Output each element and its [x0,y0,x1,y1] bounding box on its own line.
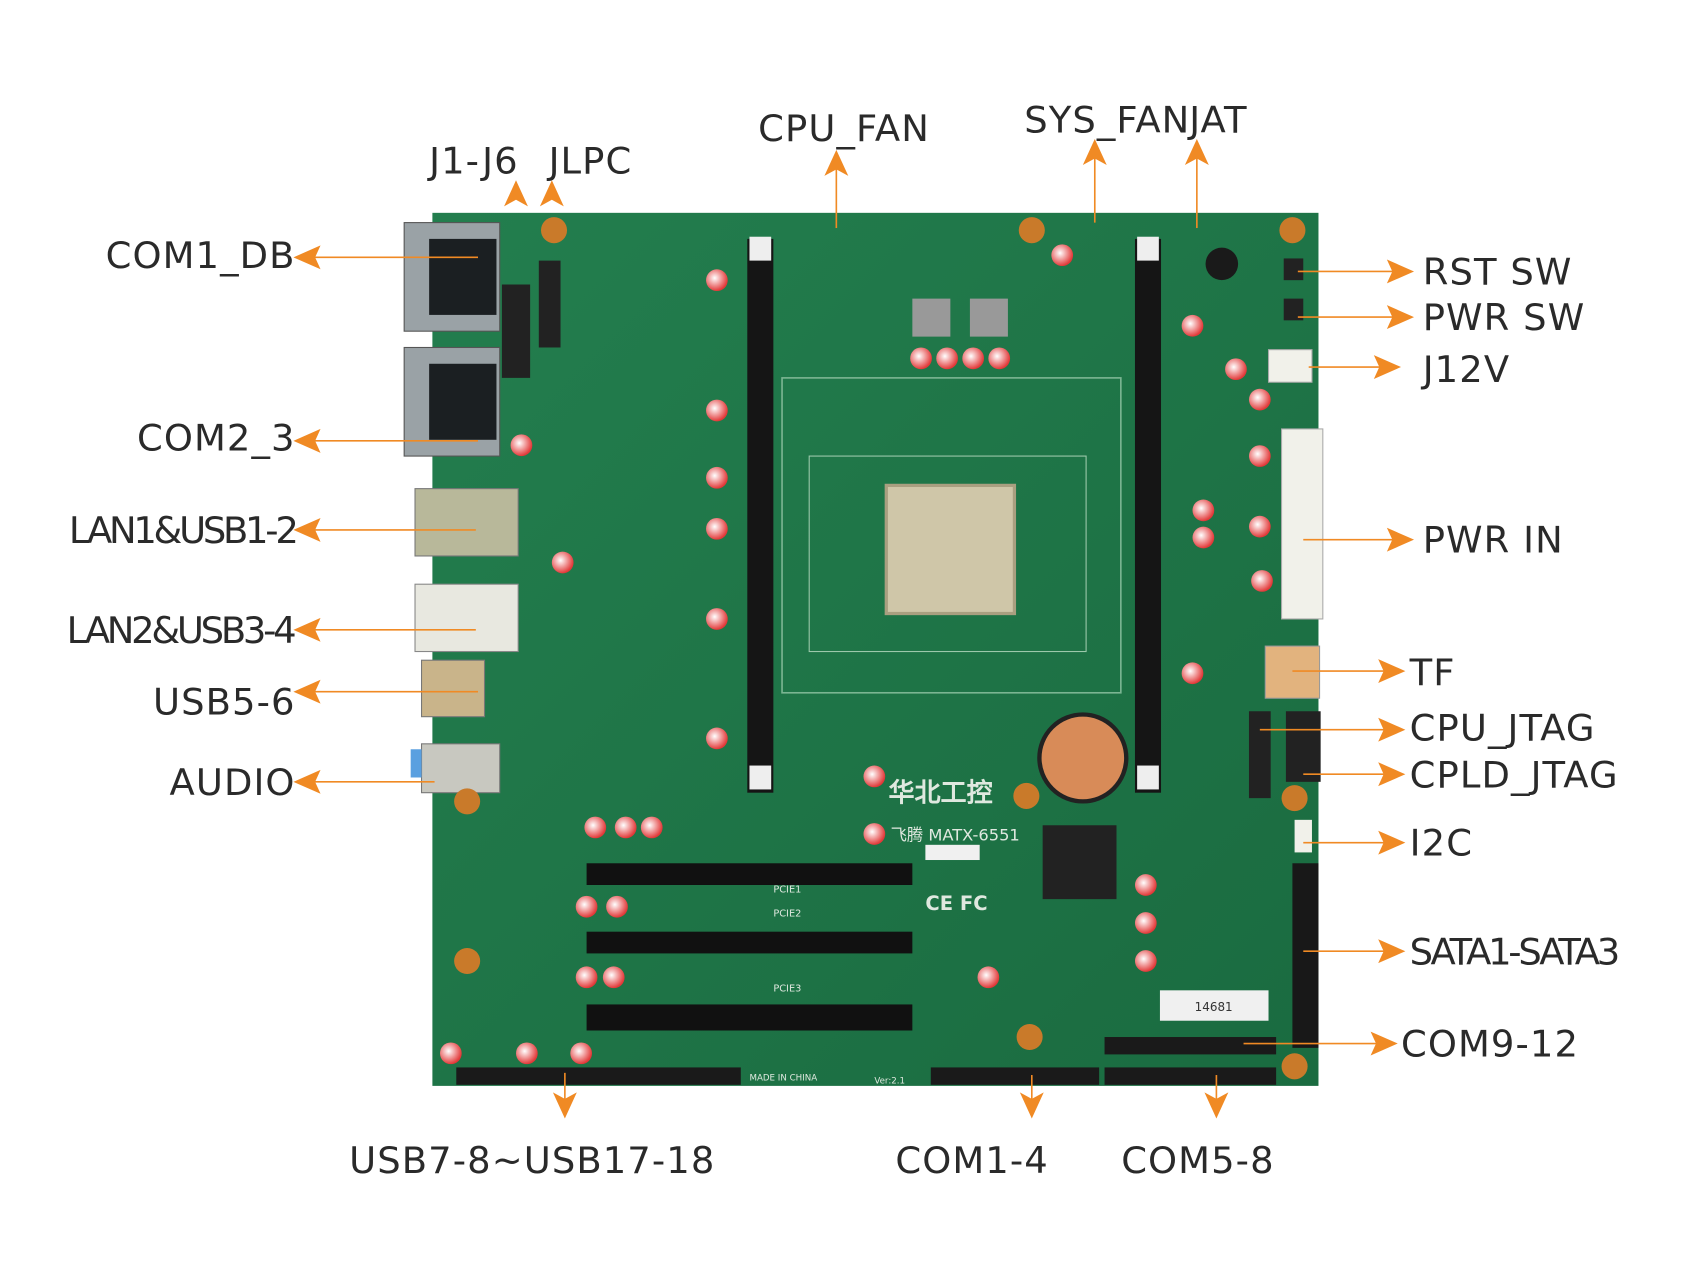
made-in-silk: MADE IN CHINA [749,1073,817,1083]
sticker-code: 14681 [1195,1000,1233,1014]
label-rst-sw: RST SW [1423,251,1573,294]
label-i2c: I2C [1410,822,1473,865]
lan1-usb-connector [414,488,519,557]
label-usb5-6: USB5-6 [153,681,296,724]
pwr-in-connector [1281,428,1324,620]
label-j1-j6: J1-J6 [427,140,519,183]
brand-logo: 华北工控 [888,777,992,808]
cmos-battery [1037,712,1129,804]
arrow-icon [293,617,321,642]
label-pwr-in: PWR IN [1423,519,1564,562]
label-usb7-18: USB7-8~USB17-18 [349,1139,715,1182]
label-pwr-sw: PWR SW [1423,296,1586,339]
version-silk: Ver:2.1 [874,1077,905,1087]
label-j12v: J12V [1421,348,1510,391]
usb5-6-connector [420,659,486,718]
label-com5-8: COM5-8 [1121,1139,1274,1182]
label-com2-3: COM2_3 [137,417,296,460]
arrow-icon [293,679,321,704]
arrow-icon [824,149,849,176]
arrow-icon [1378,830,1406,855]
arrow-icon [293,769,321,794]
lan2-usb-connector [414,583,519,653]
arrow-icon [293,517,321,542]
board-model: 飞腾 MATX-6551 [891,825,1020,844]
pcie-slot-2 [586,931,913,954]
arrow-icon [1378,939,1406,964]
dimm-slot-1 [747,238,774,793]
arrow-icon [1386,527,1415,552]
arrow-icon [293,428,321,453]
label-audio: AUDIO [170,761,296,804]
label-jat: JAT [1187,98,1247,141]
label-com1-db: COM1_DB [106,234,296,277]
pcie1-silk: PCIE1 [773,885,801,896]
arrow-icon [293,245,321,270]
label-sata: SATA1-SATA3 [1410,930,1618,973]
label-cpld-jtag: CPLD_JTAG [1410,753,1619,796]
arrow-icon [1204,1092,1229,1119]
arrow-icon [1386,259,1415,284]
label-sys-fan: SYS_FAN [1024,98,1190,141]
label-com9-12: COM9-12 [1401,1023,1579,1066]
arrow-icon [1370,1031,1398,1056]
pcb-board: PCIE1 PCIE2 PCIE3 14681 [403,212,1324,1087]
pcie3-silk: PCIE3 [773,983,801,994]
label-tf: TF [1409,651,1456,694]
bottom-labels: USB7-8~USB17-18 COM1-4 COM5-8 [349,1072,1274,1182]
label-cpu-jtag: CPU_JTAG [1410,707,1596,750]
top-labels: J1-J6 JLPC CPU_FAN SYS_FAN JAT [427,98,1247,229]
arrow-icon [539,180,564,207]
cert-marks: CE FC [925,892,987,915]
left-labels: COM1_DB COM2_3 LAN1&USB1-2 LAN2&USB3-4 U… [67,234,478,804]
pcie-slot-3 [586,1004,913,1031]
arrow-icon [1378,717,1406,742]
arrow-icon [1378,762,1406,787]
arrow-icon [1386,305,1415,330]
cpu-chip [884,483,1017,616]
arrow-icon [1019,1092,1044,1119]
dimm-slot-2 [1134,238,1162,793]
label-com1-4: COM1-4 [895,1139,1048,1182]
right-labels: RST SW PWR SW J12V PWR IN TF CPU_JTAG CP… [1243,251,1621,1066]
arrow-icon [504,180,528,207]
label-lan2-usb3-4: LAN2&USB3-4 [67,609,296,652]
pcie2-silk: PCIE2 [773,908,801,919]
arrow-icon [1373,355,1402,379]
pcie-slot-1 [586,863,913,885]
audio-connector [420,743,501,794]
label-lan1-usb1-2: LAN1&USB1-2 [69,509,296,552]
arrow-icon [1184,138,1209,166]
arrow-icon [1378,659,1406,684]
arrow-icon [1082,138,1107,166]
arrow-icon [552,1092,577,1119]
label-jlpc: JLPC [547,140,633,183]
label-cpu-fan: CPU_FAN [758,107,930,150]
